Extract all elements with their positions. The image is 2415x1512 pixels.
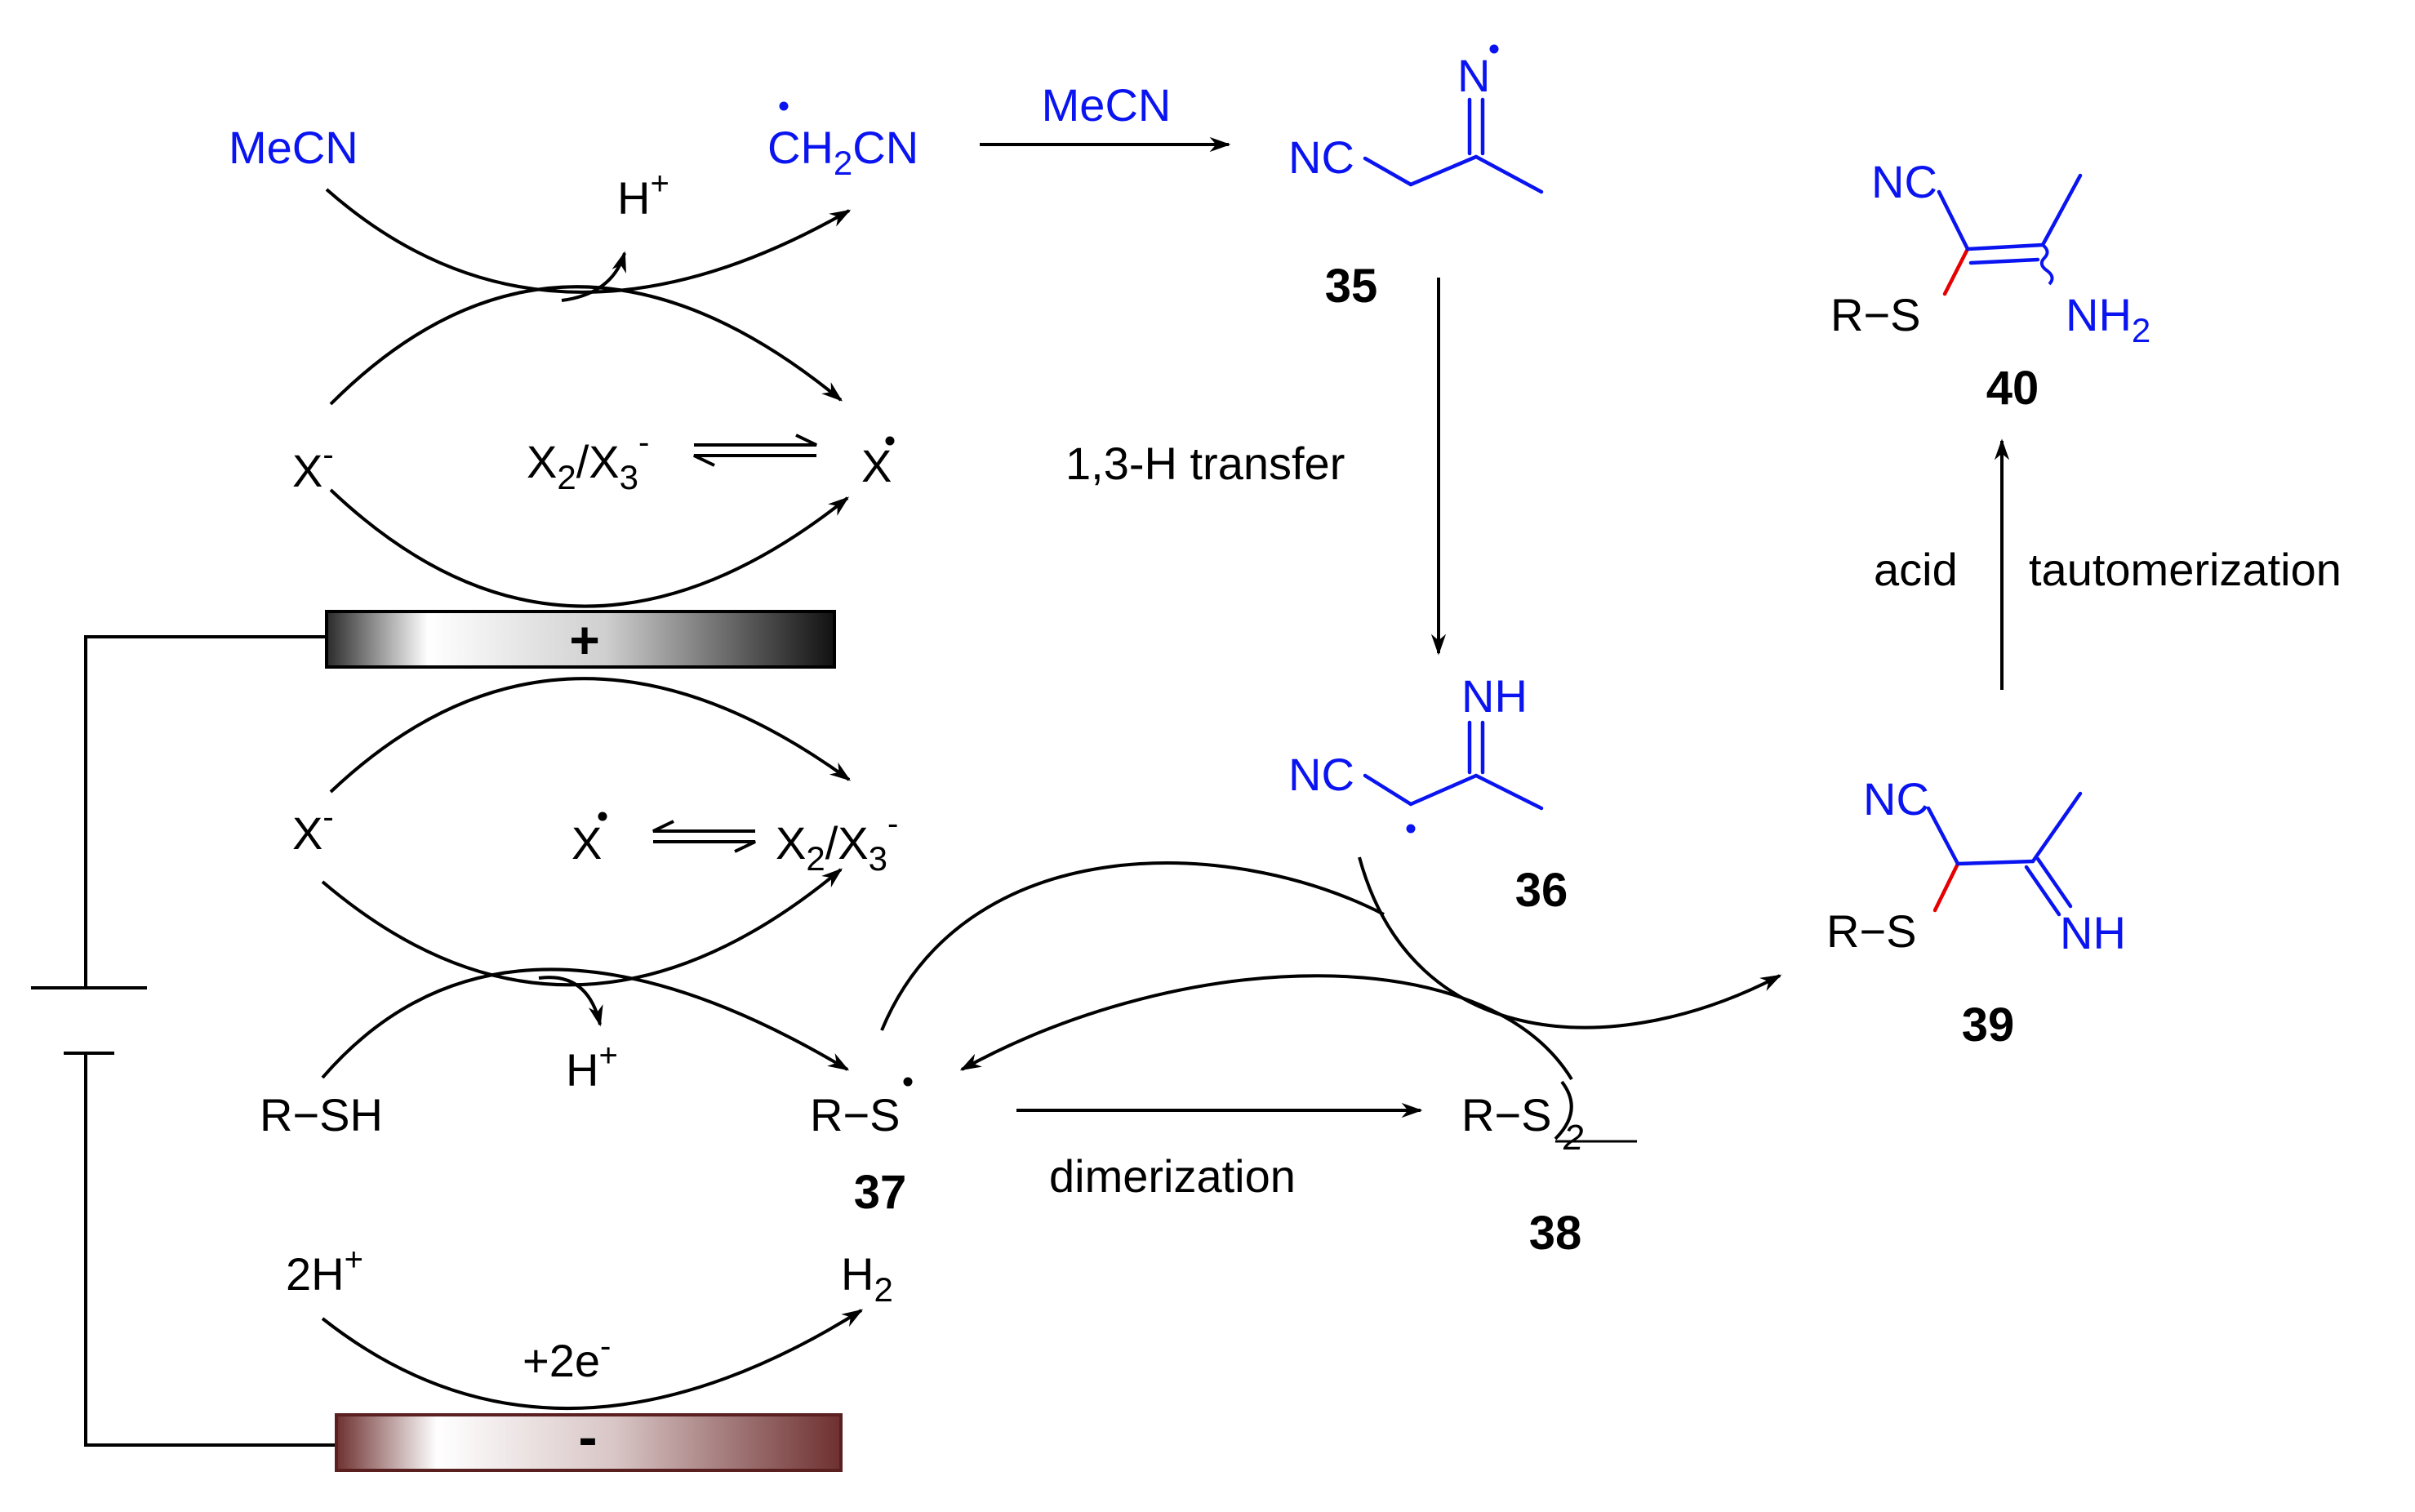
x2-x3-bottom: X2/X3- <box>776 806 898 878</box>
svg-text:CH2CN: CH2CN <box>767 122 918 182</box>
two-electrons: +2e- <box>523 1328 611 1386</box>
two-h-plus: 2H+ <box>286 1242 363 1300</box>
arc-mecn-to-radical <box>325 188 852 294</box>
svg-text:R−S: R−S <box>1830 289 1921 340</box>
svg-text:38: 38 <box>1529 1207 1582 1260</box>
anode-electrode: + <box>325 610 836 669</box>
step-13h-label: 1,3-H transfer <box>1065 438 1345 489</box>
h2-label: H2 <box>841 1248 893 1309</box>
svg-text:NC: NC <box>1871 156 1937 207</box>
arc-h-plus-release <box>561 251 626 302</box>
x2-x3-top: X2/X3- <box>527 425 649 496</box>
svg-text:40: 40 <box>1986 362 2039 415</box>
svg-text:NH: NH <box>1461 670 1528 722</box>
svg-text:35: 35 <box>1325 260 1378 313</box>
compound-40: NC R−S NH2 40 <box>1830 156 2150 415</box>
step-mecn-label: MeCN <box>1042 79 1172 131</box>
thiyl-radical-37: R−S <box>810 1077 913 1141</box>
arc-h-plus-bottom <box>538 976 603 1027</box>
mecn-label: MeCN <box>229 122 358 173</box>
equilibrium-bottom <box>652 820 756 853</box>
cathode-sign: - <box>578 1405 597 1469</box>
rsh-label: R−SH <box>260 1089 383 1141</box>
arc-radical-coupling-to-39 <box>1358 856 1782 1029</box>
svg-text:39: 39 <box>1962 998 2015 1052</box>
cathode-electrode: - <box>335 1405 843 1472</box>
external-circuit <box>31 635 336 1447</box>
svg-text:X: X <box>861 440 892 491</box>
svg-text:36: 36 <box>1515 864 1568 917</box>
h-plus-top: H+ <box>617 166 669 224</box>
x-minus-bottom: X- <box>292 799 334 859</box>
svg-text:NC: NC <box>1863 773 1929 825</box>
compound-38: R−S 2 38 <box>1461 1080 1637 1260</box>
equilibrium-top <box>693 434 817 467</box>
compound-37-number: 37 <box>854 1166 907 1219</box>
x-radical-top: X <box>861 436 895 491</box>
ch2cn-radical: CH2CN <box>767 101 918 182</box>
svg-text:2: 2 <box>1563 1118 1583 1158</box>
arc-radical-return-bottom <box>321 868 843 987</box>
svg-text:R−S: R−S <box>1826 905 1917 957</box>
anode-sign: + <box>569 611 599 669</box>
svg-text:R−S: R−S <box>810 1089 901 1141</box>
arc-rsh-to-thiyl <box>321 967 850 1079</box>
radical-dot <box>779 101 789 111</box>
arc-disulfide-to-thiyl <box>959 974 1573 1081</box>
step-tautomerization-label: tautomerization <box>2029 544 2342 595</box>
h-plus-bottom: H+ <box>566 1038 618 1096</box>
compound-35: NC N 35 <box>1288 44 1544 313</box>
arc-xminus-to-xradical-top <box>329 285 843 406</box>
svg-text:N: N <box>1457 50 1490 101</box>
arc-thiyl-to-coupling <box>880 861 1385 1031</box>
arc-proton-reduction <box>321 1309 864 1410</box>
compound-39: NC R−S NH 39 <box>1826 773 2126 1052</box>
step-acid-label: acid <box>1874 544 1958 595</box>
arc-oxidation-top <box>329 488 850 608</box>
svg-text:R−S: R−S <box>1461 1089 1552 1141</box>
arc-xminus-to-xradical-bottom <box>329 677 852 794</box>
svg-text:NH2: NH2 <box>2066 289 2150 349</box>
x-radical-bottom: X <box>572 812 607 869</box>
step-dimerization-label: dimerization <box>1049 1150 1296 1202</box>
svg-text:X: X <box>572 817 602 869</box>
x-minus-top: X- <box>292 437 334 496</box>
svg-text:NC: NC <box>1288 749 1354 800</box>
compound-36: NC NH 36 <box>1288 670 1568 917</box>
svg-text:NC: NC <box>1288 131 1354 183</box>
svg-text:NH: NH <box>2060 907 2126 958</box>
